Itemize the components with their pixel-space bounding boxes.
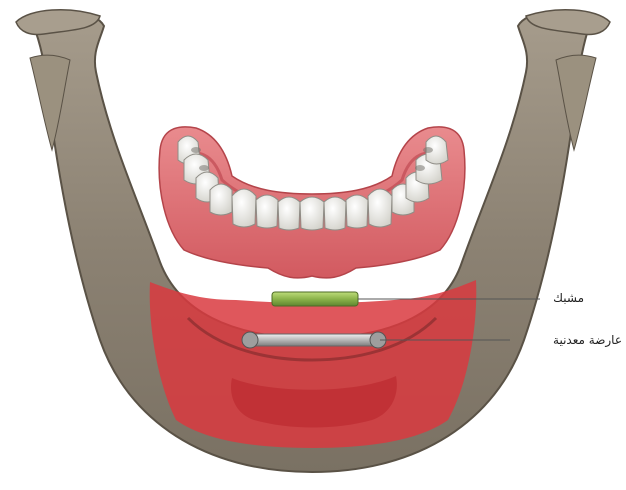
clip — [272, 292, 358, 306]
metal-bar — [248, 334, 380, 346]
tooth-r1 — [300, 197, 324, 230]
tooth-l1 — [278, 197, 300, 230]
tooth-l2 — [256, 195, 278, 228]
tooth-l4 — [210, 184, 232, 215]
tooth-r3 — [346, 195, 368, 228]
implant-left — [242, 332, 258, 348]
clip-label: مشبك — [553, 291, 584, 305]
tooth-r2 — [324, 197, 346, 230]
tooth-l3 — [232, 189, 256, 227]
tooth-r4 — [368, 189, 392, 227]
metal-bar-label: عارضة معدنية — [553, 333, 622, 347]
